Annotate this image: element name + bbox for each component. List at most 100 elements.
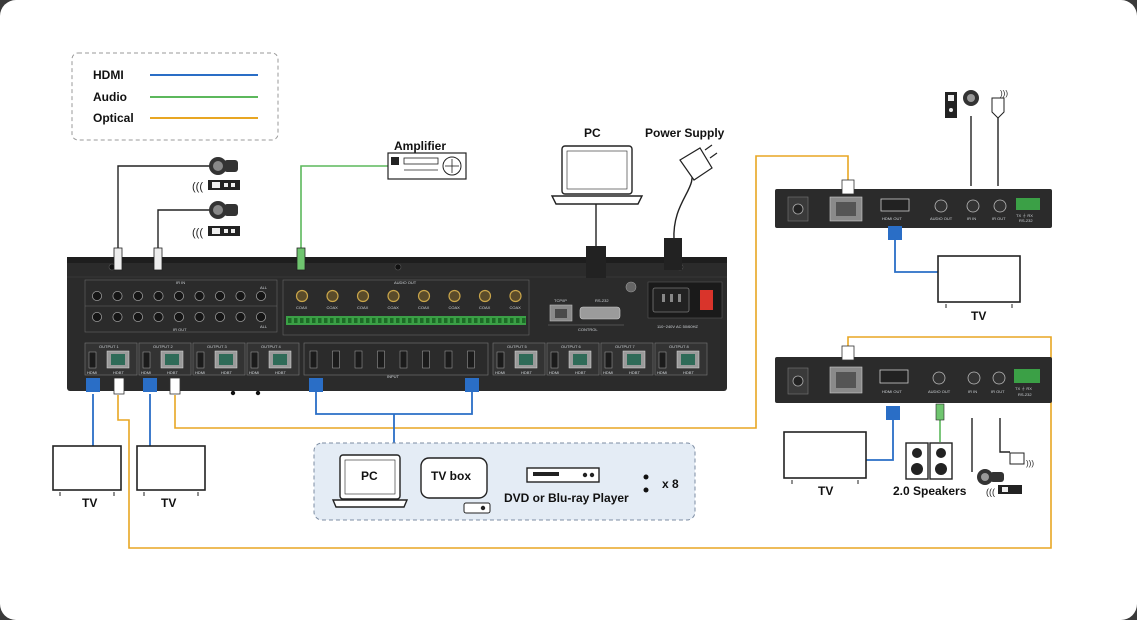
tv-1: TV	[52, 445, 122, 510]
receiver-2-audio-label: AUDIO OUT	[928, 389, 951, 394]
legend-label-optical: Optical	[93, 111, 134, 125]
receiver-2-irin-label: IR IN	[968, 389, 977, 394]
ir-jack	[235, 290, 246, 301]
ir-wave-icon: (((	[986, 487, 995, 497]
hdmi-input-port	[399, 350, 408, 369]
control-panel: TCP/IP RS-232 CONTROL	[548, 281, 637, 332]
ir-jack	[214, 290, 225, 301]
hdmi-cable-tv4	[866, 420, 894, 461]
ir-jack	[112, 311, 123, 322]
tv-1-label: TV	[82, 496, 97, 510]
source-pc: PC	[331, 454, 409, 508]
svg-text:HDMI: HDMI	[249, 370, 259, 375]
svg-text:HDMI: HDMI	[657, 370, 667, 375]
coax-label: COAX	[327, 305, 339, 310]
hdmi-cable-inputs	[315, 392, 473, 443]
output-label: OUTPUT 4	[261, 344, 281, 349]
svg-text:HDMI: HDMI	[495, 370, 505, 375]
coax-port	[509, 289, 522, 303]
output-label: OUTPUT 3	[207, 344, 227, 349]
audio-plug	[296, 247, 306, 271]
rs232-label: RS-232	[595, 298, 609, 303]
power-plug	[664, 238, 682, 270]
coax-port	[478, 289, 492, 303]
tv-3-label: TV	[971, 309, 986, 323]
power-cable	[673, 167, 693, 241]
hdmi-plug-in8	[465, 378, 479, 392]
ir-receiver-1: (((	[192, 157, 240, 193]
svg-text:HDBT: HDBT	[275, 370, 286, 375]
speakers: 2.0 Speakers	[893, 442, 967, 498]
audio-cable-amplifier	[300, 165, 388, 258]
hdmi-input-port	[377, 350, 385, 369]
source-tv-box-label: TV box	[431, 469, 471, 483]
receiver-1: HDMI OUT AUDIO OUT IR IN IR OUT TX ⏚ RX …	[775, 179, 1052, 240]
tv-3: TV	[937, 255, 1021, 323]
optical-plug-out1	[113, 377, 125, 395]
hdmi-input-port	[309, 350, 318, 369]
control-label: CONTROL	[578, 327, 598, 332]
svg-text:HDBT: HDBT	[575, 370, 586, 375]
hdmi-plug-out1	[86, 378, 100, 392]
optical-cable-output2	[174, 155, 849, 429]
receiver-1-audio-label: AUDIO OUT	[930, 216, 953, 221]
svg-text:HDBT: HDBT	[683, 370, 694, 375]
speakers-label: 2.0 Speakers	[893, 484, 967, 498]
receiver-2-irout-label: IR OUT	[991, 389, 1005, 394]
ir-in-all-label: ALL	[260, 285, 268, 290]
ir-jack	[214, 311, 225, 322]
receiver-1-hdmi-label: HDMI OUT	[882, 216, 902, 221]
ir-cable-2	[157, 209, 210, 258]
power-switch[interactable]	[700, 290, 713, 310]
receiver-2-ir-devices: ((( )))	[977, 452, 1034, 497]
legend: HDMI Audio Optical	[71, 52, 279, 141]
hdmi-cable-tv3	[894, 240, 938, 273]
coax-port	[448, 289, 461, 303]
receiver-1-hdmi-port	[880, 198, 910, 212]
audio-out-label: AUDIO OUT	[394, 280, 417, 285]
svg-text:HDBT: HDBT	[113, 370, 124, 375]
ir-receiver-2: (((	[192, 201, 240, 239]
optical-cable-output1	[117, 336, 1052, 549]
source-tv-box: TV box	[420, 457, 491, 514]
ir-jack	[194, 290, 205, 301]
coax-label: COAX	[296, 305, 308, 310]
svg-text:HDMI: HDMI	[195, 370, 205, 375]
ir-in-label: IR IN	[176, 280, 185, 285]
receiver-1-ir-devices: )))	[945, 89, 1008, 119]
ir-jack	[132, 311, 143, 322]
svg-text:HDMI: HDMI	[87, 370, 97, 375]
source-dvd-label: DVD or Blu-ray Player	[504, 491, 629, 505]
receiver-1-irin-label: IR IN	[967, 216, 976, 221]
source-dvd: DVD or Blu-ray Player	[504, 467, 629, 505]
sources-group: PC TV box DVD or Blu-ray Player x 8	[313, 442, 696, 521]
ir-cable-r2-out	[999, 418, 1010, 453]
legend-label-hdmi: HDMI	[93, 68, 124, 82]
svg-text:HDBT: HDBT	[521, 370, 532, 375]
coax-label: COAX	[449, 305, 461, 310]
coax-label: COAX	[357, 305, 369, 310]
ir-jack	[153, 290, 164, 301]
svg-text:HDBT: HDBT	[221, 370, 232, 375]
ir-plug-2	[153, 247, 163, 271]
svg-text:HDBT: HDBT	[167, 370, 178, 375]
ir-wave-icon: (((	[192, 181, 203, 193]
svg-text:HDMI: HDMI	[549, 370, 559, 375]
hdmi-plug-out2	[143, 378, 157, 392]
power-supply-label: Power Supply	[645, 126, 725, 140]
ir-jack	[112, 290, 123, 301]
optical-plug-out2	[169, 377, 181, 395]
amplifier-label: Amplifier	[394, 139, 446, 153]
power-rating-label: 110~240V AC 50/60HZ	[657, 324, 699, 329]
hdmi-input-port	[332, 350, 340, 369]
ir-jack	[255, 311, 266, 322]
tcpip-label: TCP/IP	[554, 298, 567, 303]
ir-jack	[255, 290, 266, 301]
output-label: OUTPUT 5	[507, 344, 527, 349]
ir-out-all-label: ALL	[260, 324, 268, 329]
